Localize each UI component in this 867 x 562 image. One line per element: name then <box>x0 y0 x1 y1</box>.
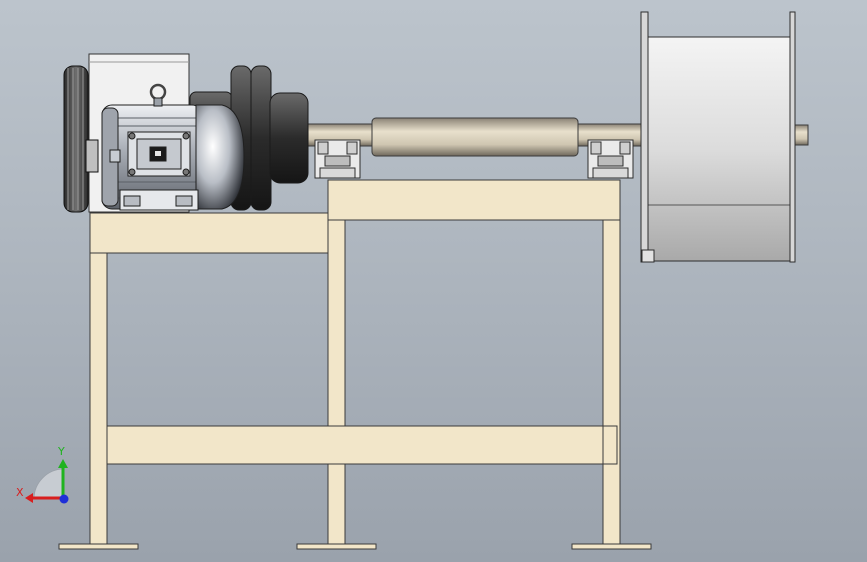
frame-leg-1 <box>89 252 108 546</box>
foot-plate-2 <box>296 543 377 550</box>
v-belt-pulley <box>63 65 99 213</box>
bearing-block-right <box>587 139 634 179</box>
right-bench-top <box>327 179 621 221</box>
foot-plate-1 <box>58 543 139 550</box>
reel-drum <box>647 36 791 262</box>
crossbar-end-cap <box>602 425 618 465</box>
lower-crossbar <box>106 425 604 465</box>
cable-reel <box>640 11 796 263</box>
support-frame <box>58 179 652 550</box>
main-shaft <box>304 117 809 157</box>
reel-flange-right <box>789 11 796 263</box>
shaft-sleeve <box>371 117 579 157</box>
frame-leg-2 <box>327 219 346 546</box>
left-bench-top <box>89 212 329 254</box>
frame-leg-3 <box>602 219 621 546</box>
coordinate-triad-icon: Y X <box>16 445 69 504</box>
axis-y-label: Y <box>57 445 65 458</box>
foot-plate-3 <box>571 543 652 550</box>
axis-x-label: X <box>16 486 24 499</box>
motor-fan-cover <box>195 104 245 210</box>
electric-motor <box>101 83 245 211</box>
bearing-block-left <box>314 139 361 179</box>
reel-flange-left <box>640 11 649 263</box>
